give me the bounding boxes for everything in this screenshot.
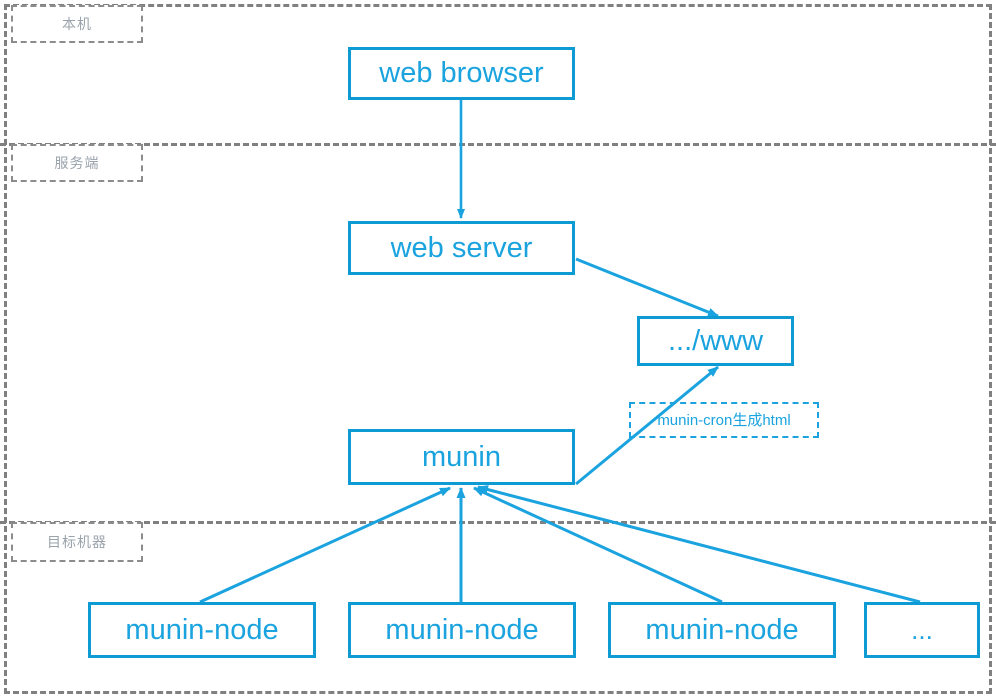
zone-divider-local-server <box>0 143 996 146</box>
zone-label-server-text: 服务端 <box>54 155 100 171</box>
node-munin[interactable]: munin <box>348 429 575 485</box>
node-munin-node-3-label: munin-node <box>645 613 799 646</box>
zone-label-target: 目标机器 <box>11 522 143 562</box>
zone-divider-server-target <box>0 521 996 524</box>
node-web-server[interactable]: web server <box>348 221 575 275</box>
zone-label-target-text: 目标机器 <box>47 534 107 550</box>
node-web-browser[interactable]: web browser <box>348 47 575 100</box>
zone-label-local-text: 本机 <box>62 16 92 32</box>
node-web-browser-label: web browser <box>379 57 544 89</box>
node-munin-node-2[interactable]: munin-node <box>348 602 576 658</box>
node-www-directory[interactable]: .../www <box>637 316 794 366</box>
node-munin-node-1-label: munin-node <box>125 613 279 646</box>
edge-munin-node-1-to-munin <box>199 486 451 604</box>
zone-label-server: 服务端 <box>11 144 143 182</box>
annotation-munin-cron: munin-cron生成html <box>629 402 819 438</box>
node-munin-node-2-label: munin-node <box>385 613 539 646</box>
node-www-directory-label: .../www <box>667 324 764 357</box>
edge-munin-node-3-to-munin <box>473 486 723 604</box>
zone-label-local: 本机 <box>11 5 143 43</box>
node-munin-node-3[interactable]: munin-node <box>608 602 836 658</box>
node-munin-node-1[interactable]: munin-node <box>88 602 316 658</box>
edge-more-nodes-to-munin <box>477 485 921 604</box>
node-more-nodes-label: ... <box>911 615 933 645</box>
node-web-server-label: web server <box>390 231 533 264</box>
annotation-munin-cron-label: munin-cron生成html <box>657 411 791 429</box>
zone-outer-frame <box>4 4 992 694</box>
node-munin-label: munin <box>422 440 501 473</box>
edge-web-server-to-www <box>575 257 719 318</box>
node-more-nodes[interactable]: ... <box>864 602 980 658</box>
